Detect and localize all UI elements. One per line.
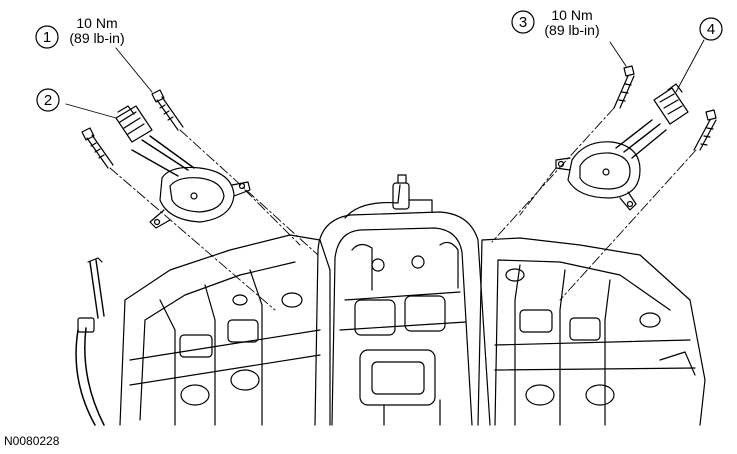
right-knock-sensor	[555, 119, 667, 211]
callout-4: 4	[699, 17, 723, 41]
callout-leaders	[65, 39, 705, 119]
callout-1-number: 1	[43, 29, 51, 46]
left-knock-sensor	[131, 135, 251, 229]
callout-1: 1	[35, 25, 59, 49]
callout-2-number: 2	[44, 92, 52, 109]
left-sensor-connector	[115, 105, 153, 143]
right-bolt-lower	[693, 109, 717, 151]
torque-3-line2: (89 lb-in)	[544, 22, 599, 38]
callout-3: 3	[511, 10, 535, 34]
right-alignment-lines	[491, 107, 697, 301]
engine-intake-manifold	[75, 174, 706, 426]
left-bolt-lower	[81, 127, 114, 169]
callout-2: 2	[36, 88, 60, 112]
torque-3-line1: 10 Nm	[551, 7, 592, 23]
torque-1-line1: 10 Nm	[76, 15, 117, 31]
callout-4-number: 4	[707, 21, 715, 38]
torque-1-line2: (89 lb-in)	[69, 30, 124, 46]
figure-id: N0080228	[4, 434, 60, 448]
left-alignment-lines	[109, 129, 319, 311]
right-sensor-connector	[653, 83, 689, 125]
left-bolt-upper	[151, 89, 184, 131]
callout-3-number: 3	[519, 14, 527, 31]
right-bolt-upper	[613, 65, 635, 109]
